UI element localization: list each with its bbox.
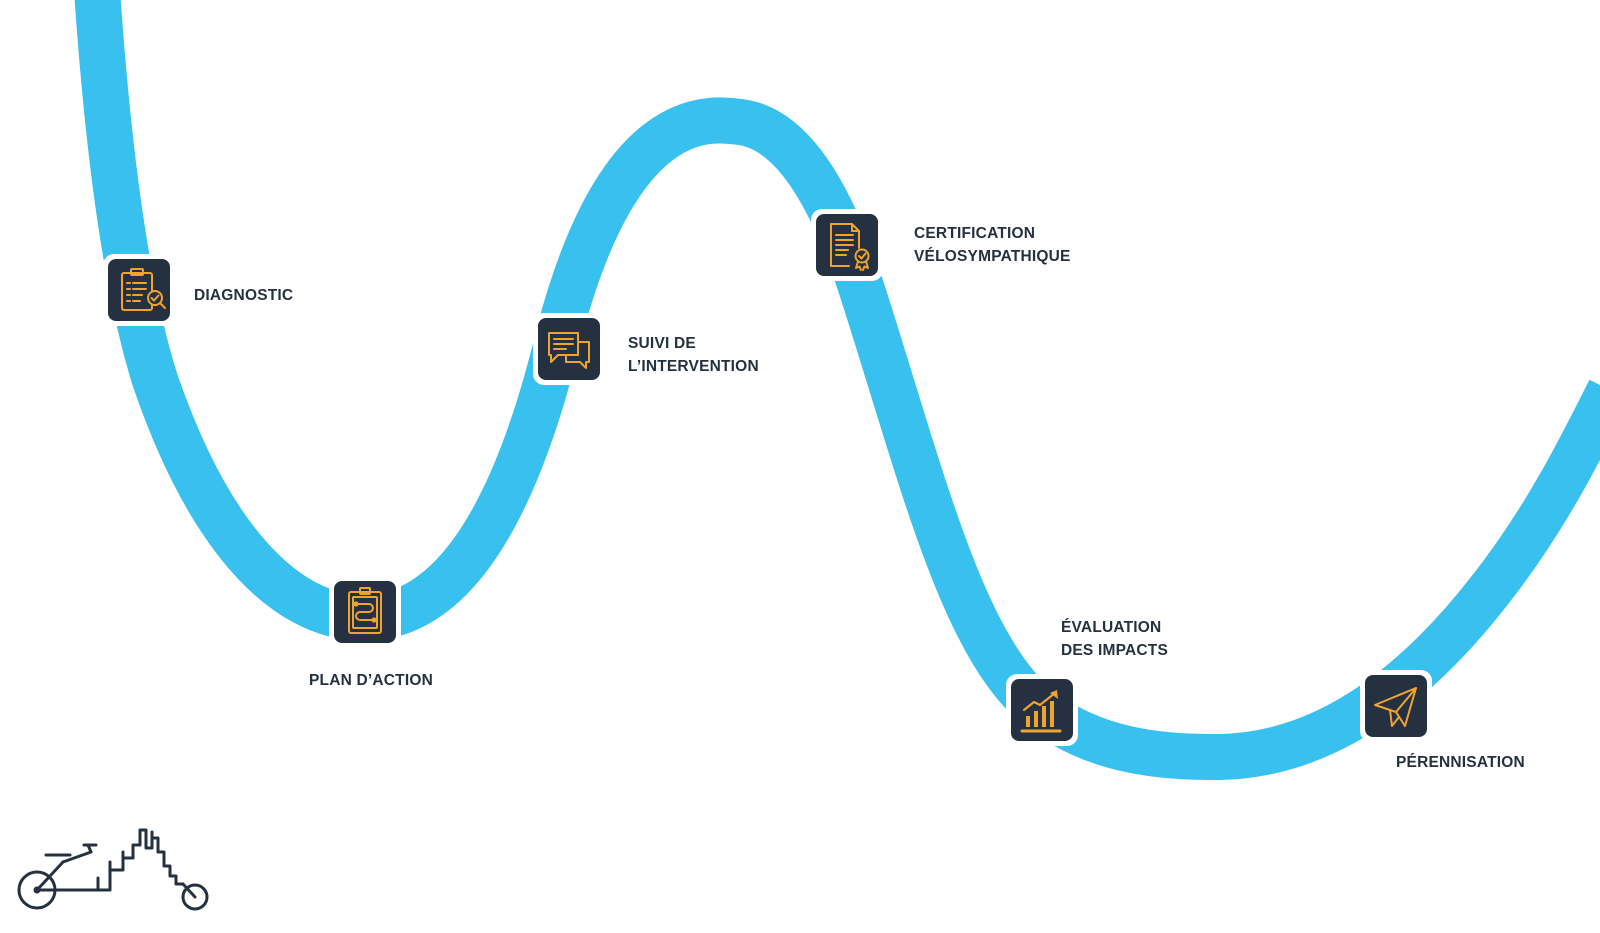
growth-chart-icon — [1020, 690, 1062, 733]
step-label-suivi: SUIVI DE L’INTERVENTION — [628, 332, 759, 378]
paper-plane-icon — [1374, 687, 1417, 727]
step-diagnostic-node — [103, 254, 175, 326]
step-label-line: ÉVALUATION — [1061, 619, 1162, 636]
step-label-line: L’INTERVENTION — [628, 358, 759, 375]
winding-path — [74, 0, 1600, 781]
step-label-line: DES IMPACTS — [1061, 642, 1168, 659]
step-suivi-node — [533, 313, 605, 385]
step-label-evaluation: ÉVALUATION DES IMPACTS — [1061, 616, 1168, 662]
step-evaluation-node — [1006, 674, 1078, 746]
step-certification-node — [811, 209, 883, 281]
clipboard-check-icon — [121, 268, 166, 311]
step-perennisation-node — [1360, 670, 1432, 742]
step-label-line: CERTIFICATION — [914, 225, 1036, 242]
cargo-bike-city-logo — [17, 828, 209, 911]
step-label-perennisation: PÉRENNISATION — [1396, 751, 1525, 774]
step-label-plan-action: PLAN D’ACTION — [309, 669, 433, 692]
step-label-line: DIAGNOSTIC — [194, 287, 294, 304]
step-label-line: VÉLOSYMPATHIQUE — [914, 248, 1071, 265]
step-plan-action-node — [329, 576, 401, 648]
step-label-line: PLAN D’ACTION — [309, 672, 434, 689]
step-label-line: PÉRENNISATION — [1396, 754, 1525, 771]
step-label-diagnostic: DIAGNOSTIC — [194, 284, 293, 307]
certificate-document-icon — [830, 223, 870, 271]
chat-bubbles-icon — [548, 332, 590, 369]
clipboard-flow-icon — [348, 587, 382, 634]
step-label-line: SUIVI DE — [628, 335, 696, 352]
step-label-certification: CERTIFICATION VÉLOSYMPATHIQUE — [914, 222, 1071, 268]
